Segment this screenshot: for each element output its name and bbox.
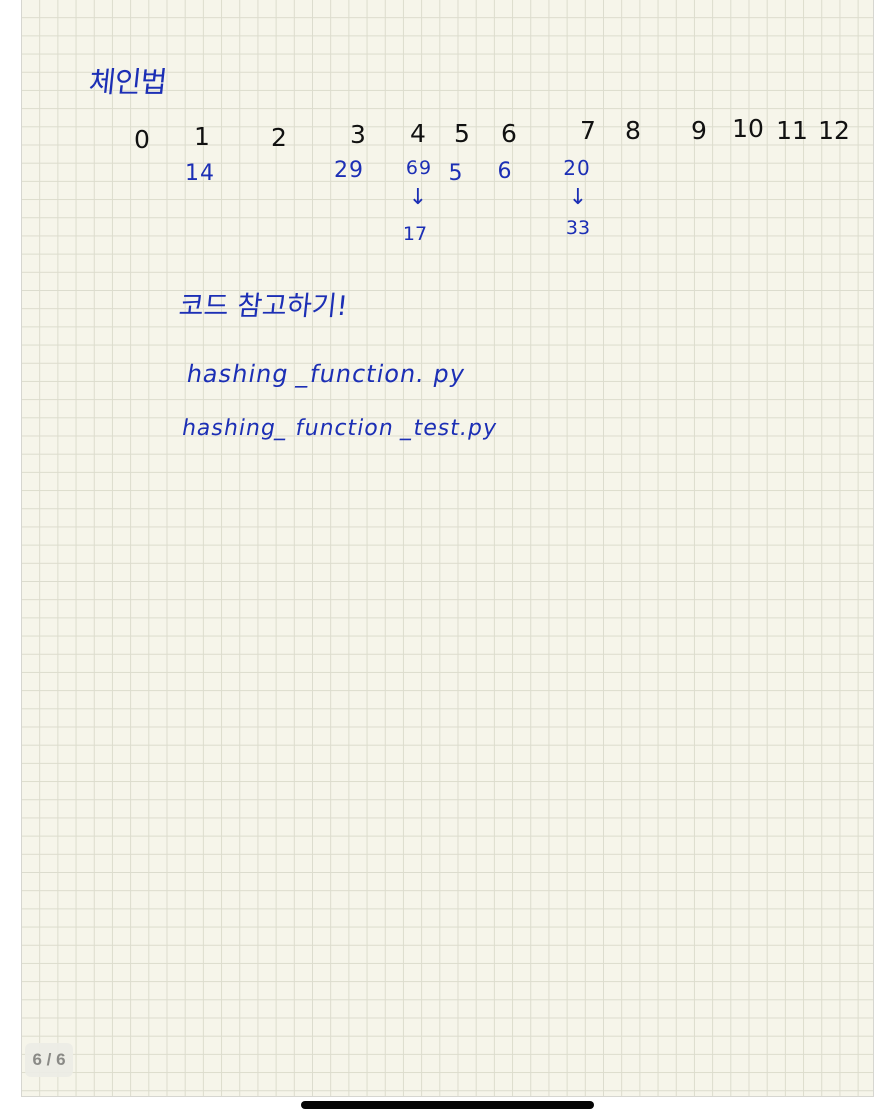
bucket-3-value: 29 bbox=[334, 158, 364, 183]
index-0: 0 bbox=[134, 125, 150, 154]
chain-arrow-icon: ↓ bbox=[568, 185, 588, 210]
chain-arrow-icon: ↓ bbox=[408, 185, 428, 210]
file-name-hashing-function-test: hashing_ function _test.py bbox=[179, 416, 500, 441]
bucket-6-value: 6 bbox=[497, 159, 513, 184]
bucket-7-value: 20 bbox=[563, 156, 591, 180]
index-3: 3 bbox=[350, 120, 366, 149]
chain-7-value: 33 bbox=[565, 217, 591, 239]
page-title: 체인법 bbox=[87, 65, 168, 99]
index-6: 6 bbox=[501, 119, 517, 148]
index-2: 2 bbox=[271, 123, 287, 152]
index-5: 5 bbox=[454, 119, 470, 148]
reminder-note: 코드 참고하기! bbox=[177, 291, 350, 322]
file-name-hashing-function: hashing _function. py bbox=[184, 360, 468, 388]
bucket-4-value: 69 bbox=[405, 157, 433, 179]
index-1: 1 bbox=[194, 122, 210, 151]
index-4: 4 bbox=[410, 119, 426, 148]
bucket-5-value: 5 bbox=[448, 161, 464, 186]
index-9: 9 bbox=[691, 116, 707, 145]
index-12: 12 bbox=[818, 116, 850, 145]
bucket-1-value: 14 bbox=[185, 161, 215, 186]
index-10: 10 bbox=[732, 114, 764, 143]
index-7: 7 bbox=[580, 116, 596, 145]
page-indicator: 6 / 6 bbox=[25, 1043, 73, 1077]
index-8: 8 bbox=[625, 116, 641, 145]
index-11: 11 bbox=[776, 116, 808, 145]
chain-4-value: 17 bbox=[402, 223, 428, 245]
grid-paper-page[interactable]: 체인법 0 1 2 3 4 5 6 7 8 9 10 11 12 14 29 6… bbox=[21, 0, 874, 1097]
home-indicator[interactable] bbox=[301, 1101, 594, 1109]
